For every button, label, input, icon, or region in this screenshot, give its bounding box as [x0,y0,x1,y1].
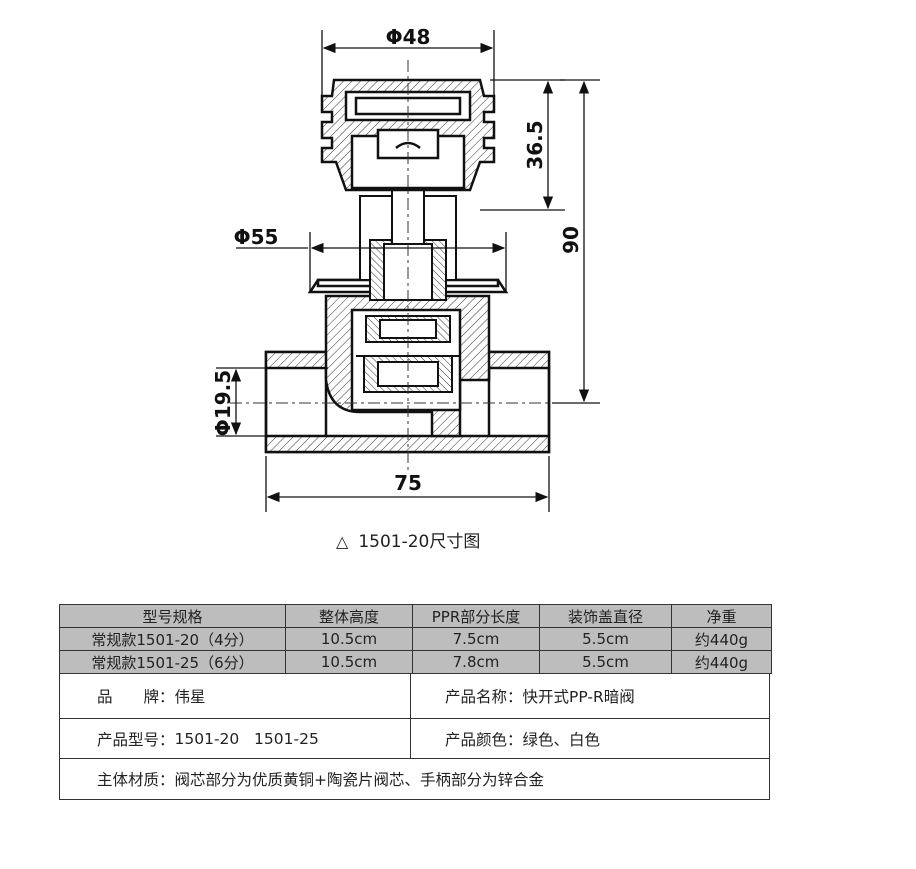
header-cover-diameter: 装饰盖直径 [539,604,672,628]
header-weight: 净重 [671,604,772,628]
table-cell: 10.5cm [285,627,413,651]
table-cell: 5.5cm [539,627,672,651]
table-cell: 常规款1501-25（6分） [59,650,286,674]
header-height: 整体高度 [285,604,413,628]
table-cell: 5.5cm [539,650,672,674]
material-label: 主体材质： [97,771,175,789]
product-name-value: 快开式PP-R暗阀 [522,687,635,706]
material-value: 阀芯部分为优质黄铜+陶瓷片阀芯、手柄部分为锌合金 [174,771,545,789]
table-cell: 约440g [671,627,772,651]
table-cell: 7.5cm [412,627,540,651]
info-row-brand: 品 牌：伟星 产品名称：快开式PP-R暗阀 [59,673,770,719]
dimension-lines [216,30,600,512]
info-divider [410,673,411,718]
dim-pipe-diameter: Φ19.5 [211,370,235,436]
product-name-label: 产品名称： [445,687,523,706]
color-value: 绿色、白色 [522,730,601,749]
table-cell: 10.5cm [285,650,413,674]
brand-value: 伟星 [174,687,206,706]
model-value: 1501-20 1501-25 [174,729,319,748]
dim-cap-height: 36.5 [523,120,547,169]
table-header-row: 型号规格 整体高度 PPR部分长度 装饰盖直径 净重 [59,604,772,628]
caption-text: 1501-20尺寸图 [358,532,481,552]
header-model: 型号规格 [59,604,286,628]
model-label: 产品型号： [97,730,175,749]
info-row-material: 主体材质：阀芯部分为优质黄铜+陶瓷片阀芯、手柄部分为锌合金 [59,759,770,800]
drawing-caption: △ 1501-20尺寸图 [336,527,480,552]
dim-cover-diameter: Φ55 [234,225,279,249]
color-label: 产品颜色： [445,730,523,749]
table-row: 常规款1501-20（4分） 10.5cm 7.5cm 5.5cm 约440g [59,627,772,651]
header-ppr-length: PPR部分长度 [412,604,540,628]
table-cell: 约440g [671,650,772,674]
table-row: 常规款1501-25（6分） 10.5cm 7.8cm 5.5cm 约440g [59,650,772,674]
brand-label: 品 牌： [97,687,175,706]
table-cell: 7.8cm [412,650,540,674]
dim-body-length: 75 [394,471,422,495]
dim-total-height: 90 [559,226,583,254]
table-cell: 常规款1501-20（4分） [59,627,286,651]
info-row-model: 产品型号：1501-20 1501-25 产品颜色：绿色、白色 [59,719,770,759]
spec-table: 型号规格 整体高度 PPR部分长度 装饰盖直径 净重 常规款1501-20（4分… [59,604,772,674]
triangle-icon: △ [336,532,349,551]
valve-dimension-drawing: Φ48 36.5 90 Φ55 Φ19.5 75 [211,25,600,512]
info-divider [410,719,411,758]
dim-top-diameter: Φ48 [386,25,431,49]
